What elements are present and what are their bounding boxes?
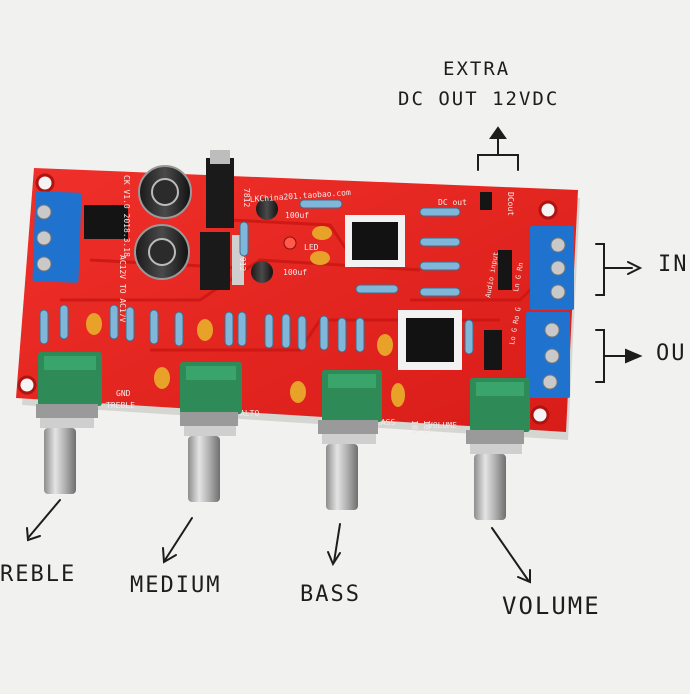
alto-silk-label: ALTO: [240, 409, 259, 418]
medium-potentiometer: [180, 362, 242, 502]
ac-range-label: AC12V TO AC17V: [118, 255, 127, 323]
dc-out-label: DC out: [438, 198, 467, 207]
bass-label: BASS: [300, 582, 361, 607]
gnd-label: GND: [116, 389, 131, 398]
input-label: IN: [658, 252, 689, 277]
dc-out-12vdc-label: DC OUT 12VDC: [398, 88, 560, 110]
pin-headers: [480, 192, 512, 370]
volume-potentiometer: [466, 378, 530, 520]
treble-silk-label: TREBLE: [106, 401, 135, 410]
ac-input-terminal: [32, 191, 82, 283]
cap2-label: 100uf: [283, 268, 307, 277]
resistors: [39, 199, 474, 355]
ceramic-capacitors: [86, 226, 405, 407]
hand-drawn-arrows: [26, 126, 643, 584]
op-amp-chips: [345, 215, 462, 370]
extra-label: EXTRA: [443, 58, 511, 80]
bass-silk-label: BASS: [376, 418, 395, 427]
volume-silk-label: VOLUME: [428, 421, 457, 430]
cap1-label: 100uf: [285, 211, 309, 220]
output-terminal: [526, 312, 570, 398]
electrolytic-capacitors: [134, 165, 278, 283]
bass-potentiometer: [318, 370, 382, 510]
regulator-7912-label: 7912: [238, 252, 247, 271]
medium-label: MEDIUM: [130, 573, 222, 598]
dcout-label: DCout: [506, 192, 515, 216]
input-terminal: [530, 226, 574, 310]
output-label: OU: [656, 341, 687, 366]
led-label: LED: [304, 243, 319, 252]
bridge-rectifier: [84, 205, 128, 239]
treble-potentiometer: [36, 352, 102, 494]
cap-105-label-a: 105: [410, 420, 419, 435]
power-led: [283, 236, 297, 250]
treble-label: REBLE: [0, 562, 77, 587]
mounting-holes: [17, 173, 558, 425]
voltage-regulators: [200, 150, 244, 290]
regulator-7812-label: 7812: [242, 188, 251, 207]
cap-105-label-b: 105: [422, 420, 431, 435]
volume-label: VOLUME: [502, 592, 601, 620]
board-version-label: CK V1.0 2018.3.18: [122, 175, 131, 257]
